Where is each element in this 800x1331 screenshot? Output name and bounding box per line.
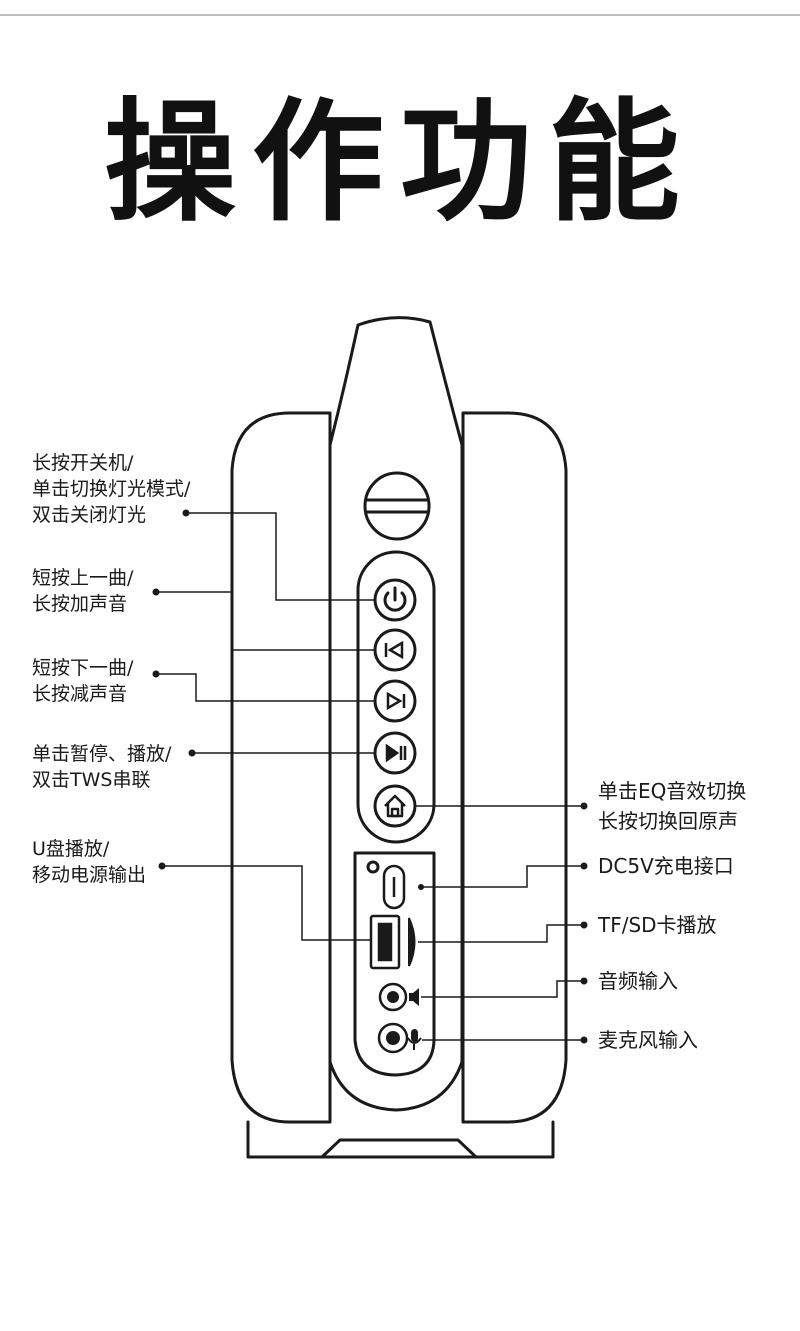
label-dc: DC5V充电接口 bbox=[598, 854, 734, 878]
sd-card-slot-icon bbox=[408, 917, 416, 967]
play-pause-button bbox=[373, 731, 417, 775]
speaker-handle bbox=[328, 316, 464, 1112]
label-prev-line-1: 短按上一曲/ bbox=[32, 567, 134, 589]
leader-aux bbox=[421, 980, 584, 998]
label-usb-line-1: U盘播放/ bbox=[32, 838, 110, 860]
label-usb-line-2: 移动电源输出 bbox=[32, 864, 147, 886]
label-eq-line-2: 长按切换回原声 bbox=[598, 809, 738, 833]
top-divider bbox=[0, 14, 800, 16]
leader-prev bbox=[156, 591, 374, 651]
next-track-icon bbox=[386, 691, 406, 711]
eq-button bbox=[373, 784, 417, 828]
label-mic: 麦克风输入 bbox=[598, 1028, 698, 1052]
label-prev-line-2: 长按加声音 bbox=[32, 593, 128, 615]
label-power-line-3: 双击关闭灯光 bbox=[32, 504, 147, 526]
label-play-line-1: 单击暂停、播放/ bbox=[32, 743, 172, 765]
button-panel bbox=[356, 550, 436, 844]
leader-dc bbox=[421, 865, 584, 888]
label-usb: U盘播放/ 移动电源输出 bbox=[32, 836, 146, 888]
usb-c-port-icon bbox=[382, 864, 406, 910]
speaker-base bbox=[246, 1120, 555, 1159]
leader-tf bbox=[418, 924, 584, 943]
label-eq: 单击EQ音效切换 长按切换回原声 bbox=[598, 776, 746, 836]
label-power-line-2: 单击切换灯光模式/ bbox=[32, 478, 191, 500]
page-title: 操作功能 bbox=[104, 86, 696, 240]
speaker-left-panel bbox=[230, 411, 332, 1124]
label-prev: 短按上一曲/ 长按加声音 bbox=[32, 565, 133, 617]
previous-button bbox=[373, 628, 417, 672]
label-play: 单击暂停、播放/ 双击TWS串联 bbox=[32, 741, 171, 793]
label-next-line-2: 长按减声音 bbox=[32, 683, 128, 705]
next-button bbox=[373, 679, 417, 723]
label-tf: TF/SD卡播放 bbox=[598, 913, 717, 937]
previous-track-icon bbox=[384, 640, 404, 660]
label-eq-line-1: 单击EQ音效切换 bbox=[598, 779, 747, 803]
label-power-line-1: 长按开关机/ bbox=[32, 452, 134, 474]
label-next-line-1: 短按下一曲/ bbox=[32, 657, 134, 679]
microphone-jack-icon bbox=[377, 1022, 422, 1054]
leader-usb bbox=[162, 865, 371, 941]
leader-power bbox=[186, 512, 374, 601]
label-next: 短按下一曲/ 长按减声音 bbox=[32, 655, 133, 707]
audio-jack-icon bbox=[378, 982, 419, 1012]
label-play-line-2: 双击TWS串联 bbox=[32, 769, 151, 791]
leader-next bbox=[156, 673, 374, 702]
port-panel bbox=[353, 851, 436, 1077]
handle-knob bbox=[363, 471, 431, 541]
label-power: 长按开关机/ 单击切换灯光模式/ 双击关闭灯光 bbox=[32, 450, 190, 528]
home-eq-icon bbox=[384, 794, 406, 818]
power-button bbox=[373, 578, 417, 622]
play-pause-icon bbox=[385, 743, 407, 763]
usb-a-port-icon bbox=[369, 914, 401, 970]
speaker-right-panel bbox=[461, 411, 568, 1124]
label-aux: 音频输入 bbox=[598, 969, 678, 993]
power-icon bbox=[383, 586, 407, 612]
